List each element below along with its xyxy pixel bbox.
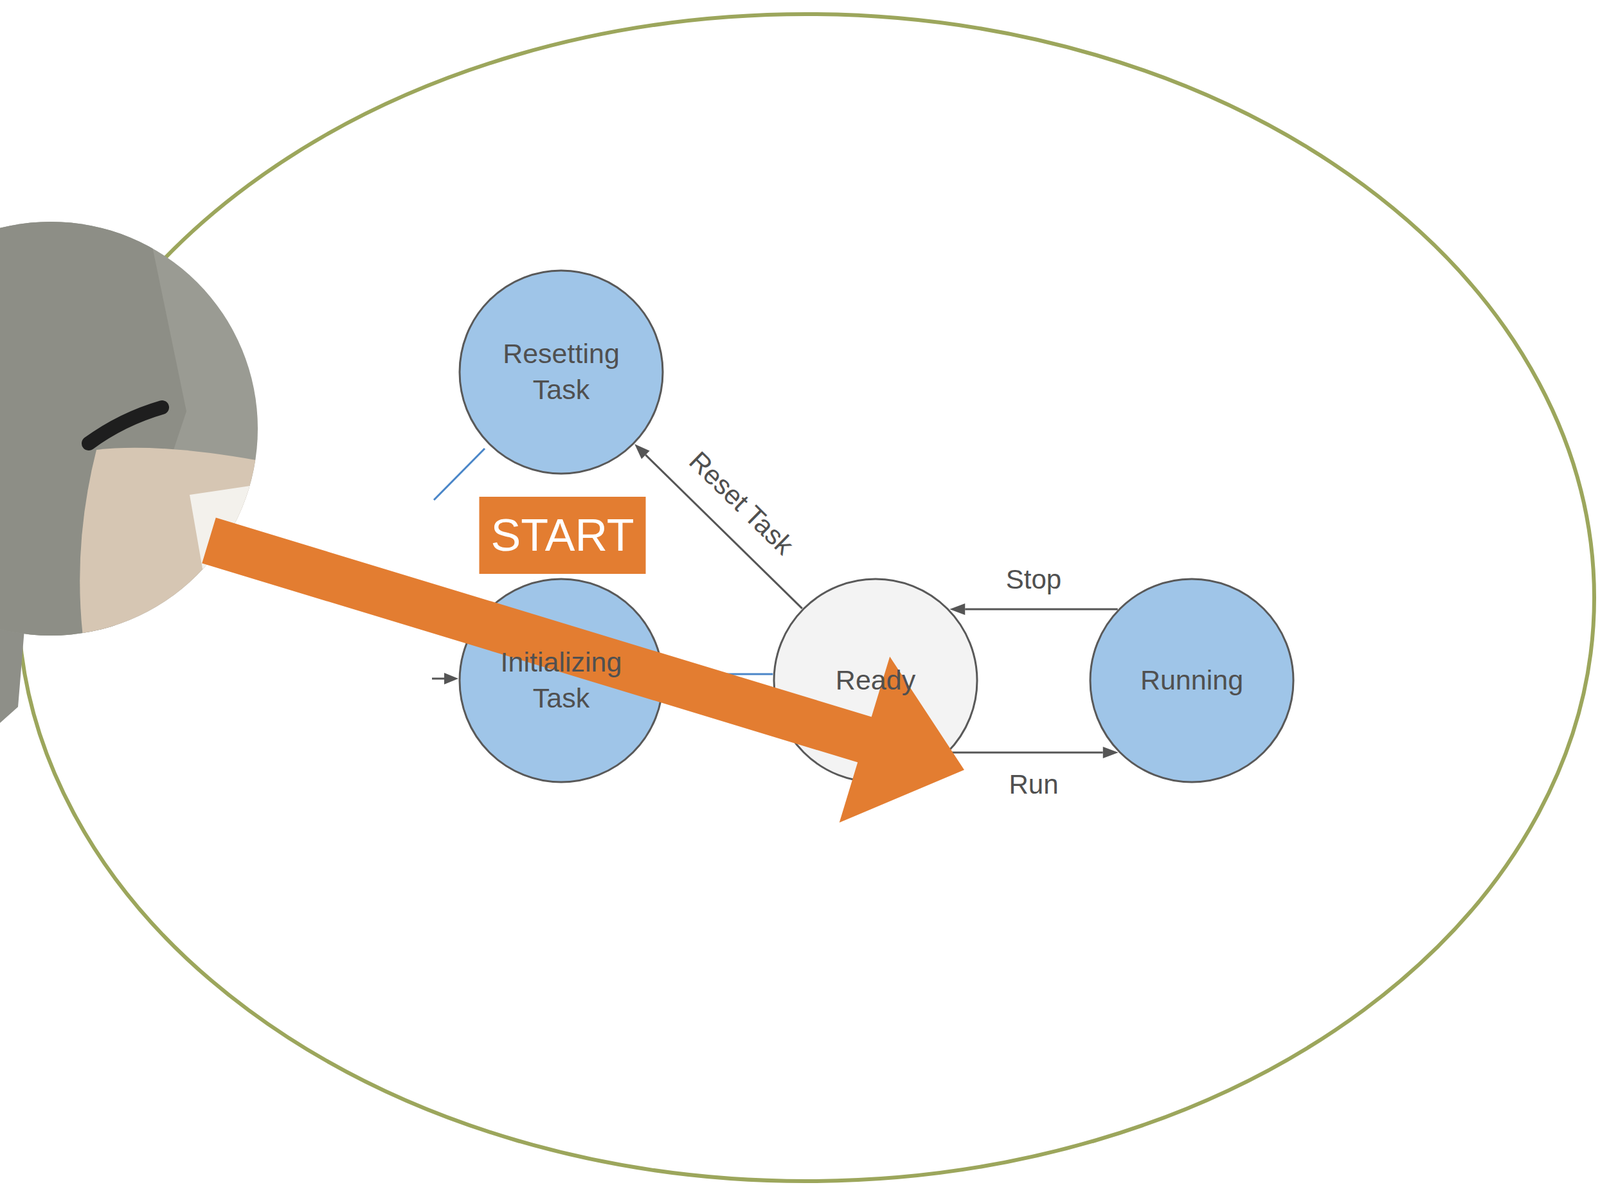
start-tag: START (479, 496, 647, 575)
state-label: Resetting Task (477, 336, 645, 409)
transition-label: Reset Task (680, 444, 801, 564)
circle-fill (459, 270, 663, 474)
circle-outline (458, 269, 665, 476)
transition-label: Run (1006, 769, 1061, 801)
state-circle: Running (1088, 577, 1295, 784)
circle-fill (459, 579, 663, 783)
state-label: Initializing Task (477, 644, 645, 717)
transition-line (964, 608, 1118, 611)
scope-ellipse (17, 14, 1595, 1182)
state-label: Ready (835, 662, 916, 699)
person-photo (0, 192, 296, 682)
stub-line (433, 448, 485, 501)
transition-label: Stop (1003, 564, 1064, 596)
state-label: Running (1140, 662, 1244, 699)
circle-fill (773, 579, 978, 783)
circle-fill (1090, 579, 1294, 783)
orange-arrow (183, 457, 990, 854)
arrowhead (634, 444, 650, 459)
stub-arrowhead (444, 673, 459, 685)
transition-line (948, 752, 1103, 755)
stub-line (431, 678, 445, 681)
state-circle: Resetting Task (458, 269, 665, 476)
